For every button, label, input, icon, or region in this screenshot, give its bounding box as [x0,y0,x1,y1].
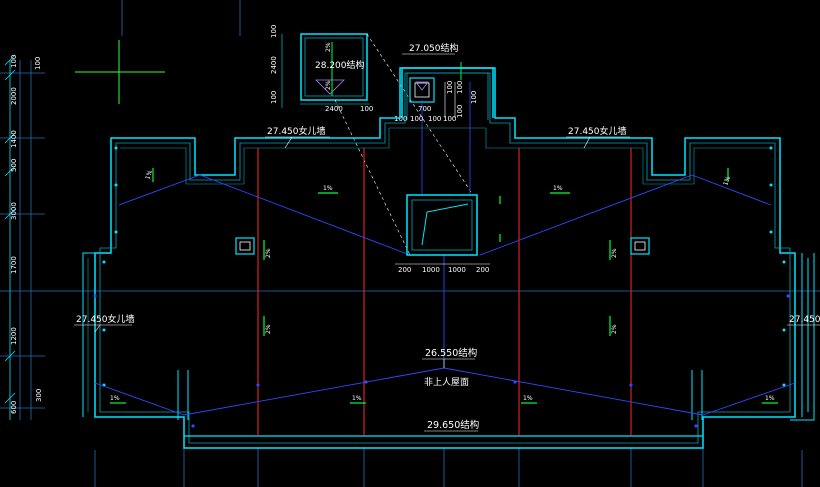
dim-top-box: 2400 [325,105,343,113]
roof-drain-left[interactable] [235,237,255,255]
dim-top-box-v1: 100 [270,25,278,38]
slope-label: 1% [144,169,154,181]
roof-outline [82,67,815,449]
dim-shaft: 200 [476,266,489,274]
dim-left-10: 100 [34,57,42,70]
dim-shaft: 1000 [448,266,466,274]
dim-left-2: 2000 [10,87,18,105]
elevation-parapet-left: 27.450女儿墙 [267,125,326,137]
dim-left-1: 100 [10,55,18,68]
dim-top-box-v3: 100 [270,91,278,104]
top-machine-box[interactable]: 2% 2% 28.200结构 2400 100 100 2400 100 [270,25,373,113]
dim-left-8: 300 [35,389,43,402]
slope-label: 2% [265,324,272,334]
slope-label: 1% [352,395,362,402]
slope-label: 1% [323,185,333,192]
slope-arrows [110,168,778,404]
elevation-marker-icon [315,79,345,95]
dim-left-4: 500 [10,159,18,172]
dim-left-7: 1200 [10,327,18,345]
dim-shaft: 1000 [422,266,440,274]
slope-label: 2% [611,248,618,258]
dim-stair: 100 [428,115,441,123]
dim-stair: 100 [394,115,407,123]
slope-label: 1% [523,395,533,402]
dim-stair: 700 [418,105,431,113]
roof-note: 非上人屋面 [424,376,469,388]
dim-stair: 100 [470,91,478,104]
hatch-diagonals [334,33,474,256]
left-dimension-strip: 100 2000 1400 500 3000 1700 1200 300 600… [4,55,43,420]
axis-lines [257,148,632,436]
dim-stair: 100 [446,81,454,94]
dim-stair: 100 [456,105,464,118]
elevation-parapet-mid-right: 27.450女儿墙 [789,313,820,325]
slope-label: 1% [553,185,563,192]
dim-left-9: 600 [10,401,18,414]
slope-label: 1% [722,175,732,187]
elevation-top-box: 28.200结构 [315,59,365,71]
dim-top-box-v2: 2400 [270,56,278,74]
dim-left-3: 1400 [10,130,18,148]
cursor-crosshair [75,40,165,104]
slope-label: 1% [110,395,120,402]
wall-anchor-points [102,146,786,387]
roof-drain-right[interactable] [630,237,650,255]
elevation-labels: 27.450女儿墙 27.450女儿墙 27.450女儿墙 27.450女儿墙 … [74,125,820,432]
slope-label: 2% [265,248,272,258]
elevation-parapet-mid-left: 27.450女儿墙 [76,313,135,325]
elevation-parapet-right: 27.450女儿墙 [568,125,627,137]
dim-stair: 100 [456,81,464,94]
dim-shaft: 200 [398,266,411,274]
slope-label: 2% [611,324,618,334]
dim-top-box-2: 100 [360,105,373,113]
central-shaft[interactable]: 200 1000 1000 200 [395,194,490,274]
dim-stair: 100 [410,115,423,123]
dim-left-5: 3000 [10,202,18,220]
slope-label: 1% [765,395,775,402]
dim-left-6: 1700 [10,256,18,274]
reference-nodes [93,294,790,428]
slope-label: 2% [325,80,332,90]
dim-stair: 100 [443,115,456,123]
slope-label: 2% [325,42,332,52]
elevation-stair-top: 27.050结构 [409,42,459,54]
elevation-ridge: 26.550结构 [425,347,477,359]
elevation-bottom: 29.650结构 [427,419,479,431]
elevation-marker-icon [415,81,429,91]
